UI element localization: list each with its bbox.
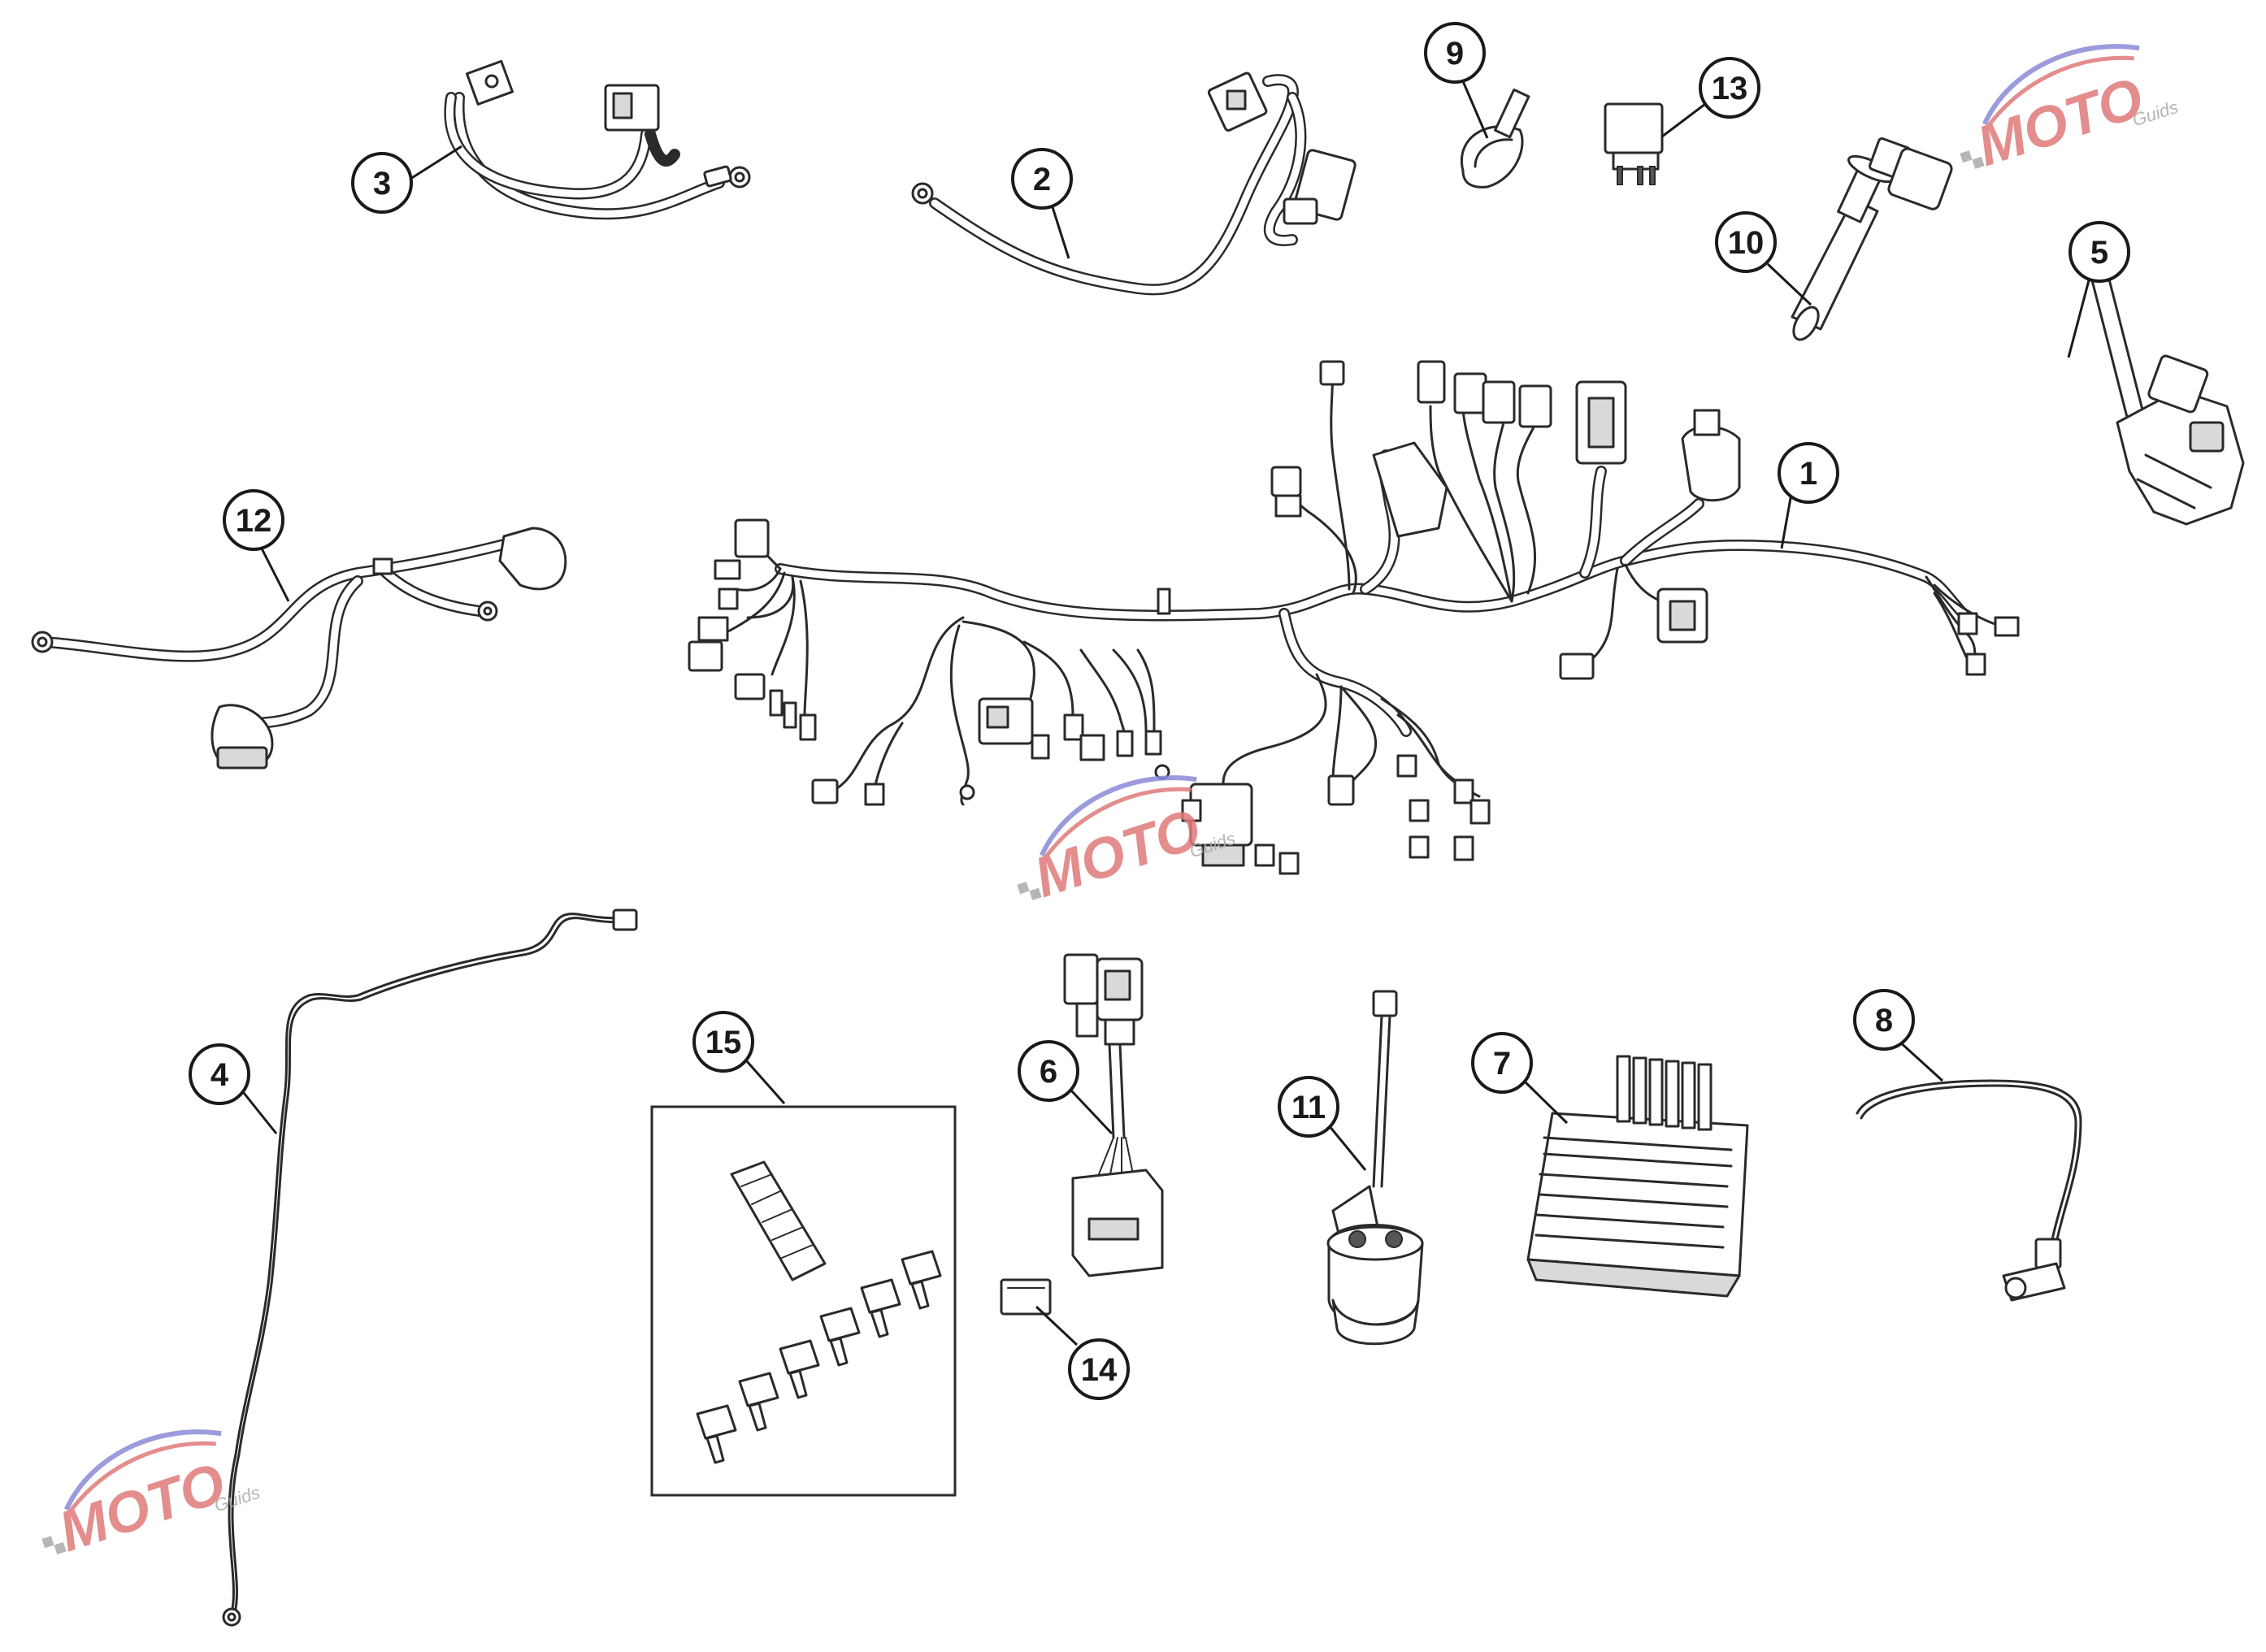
watermark-brand: MOTO	[1027, 796, 1208, 909]
callout-15-circle	[692, 1011, 754, 1073]
callout-3-circle	[351, 152, 413, 214]
callout-9-circle	[1424, 22, 1486, 84]
part-12-ground-cable	[31, 527, 567, 770]
callout-1-label: 1	[1799, 456, 1817, 492]
callout-4-label: 4	[211, 1057, 229, 1093]
callout-5-label: 5	[2090, 235, 2108, 271]
callout-15-label: 15	[705, 1025, 742, 1060]
part-7-regulator	[1526, 1055, 1749, 1298]
callout-10-circle	[1715, 211, 1777, 273]
watermark-brand: MOTO	[1969, 65, 2151, 178]
blade-fuse-group	[696, 1250, 942, 1464]
callout-5-circle	[2068, 221, 2130, 283]
callout-3-label: 3	[373, 166, 391, 202]
part-13-relay	[1604, 102, 1664, 185]
watermark-bottom-left: MOTO Guids	[41, 1429, 263, 1563]
callout-2-circle	[1011, 148, 1073, 210]
callout-14-label: 14	[1081, 1352, 1118, 1388]
part-10-sensor-probe	[1791, 137, 1953, 341]
callout-11-circle	[1278, 1076, 1339, 1138]
watermark-center: MOTO Guids	[1017, 775, 1238, 909]
callout-9-label: 9	[1446, 36, 1464, 72]
callout-13-circle	[1699, 57, 1760, 119]
callout-8-circle	[1853, 989, 1915, 1051]
callout-group: 1 2 3 4 5 6 7 8 9 10	[189, 22, 2130, 1400]
callout-4-circle	[189, 1043, 250, 1105]
callout-8-label: 8	[1875, 1003, 1893, 1038]
part-3-battery-cables	[444, 59, 751, 220]
callout-14-circle	[1068, 1338, 1130, 1400]
part-11-ignition-switch	[1326, 990, 1424, 1346]
part-8-speed-sensor	[1856, 1079, 2082, 1302]
part-6-control-unit	[1063, 953, 1164, 1277]
part-15-frame	[650, 1105, 957, 1497]
callout-12-circle	[223, 489, 284, 551]
part-1-main-harness	[688, 360, 2020, 875]
callout-6-label: 6	[1040, 1054, 1057, 1090]
callout-13-label: 13	[1712, 71, 1748, 106]
callout-11-label: 11	[1291, 1090, 1326, 1125]
watermark-brand: MOTO	[51, 1450, 232, 1563]
part-4-long-wire	[222, 908, 638, 1627]
watermark-top-right: MOTO Guids	[1960, 44, 2181, 178]
callout-12-label: 12	[236, 503, 272, 539]
callout-10-label: 10	[1728, 225, 1765, 261]
callout-6-circle	[1018, 1040, 1079, 1102]
part-9-cable-tie	[1461, 88, 1530, 189]
callout-1-circle	[1778, 442, 1839, 504]
callout-7-label: 7	[1493, 1046, 1511, 1082]
callout-7-circle	[1471, 1032, 1533, 1094]
part-2-starter-cable	[911, 72, 1357, 296]
part-14-small-module	[1000, 1278, 1052, 1316]
callout-2-label: 2	[1033, 162, 1051, 197]
part-15-fuse-kit	[650, 1105, 957, 1497]
